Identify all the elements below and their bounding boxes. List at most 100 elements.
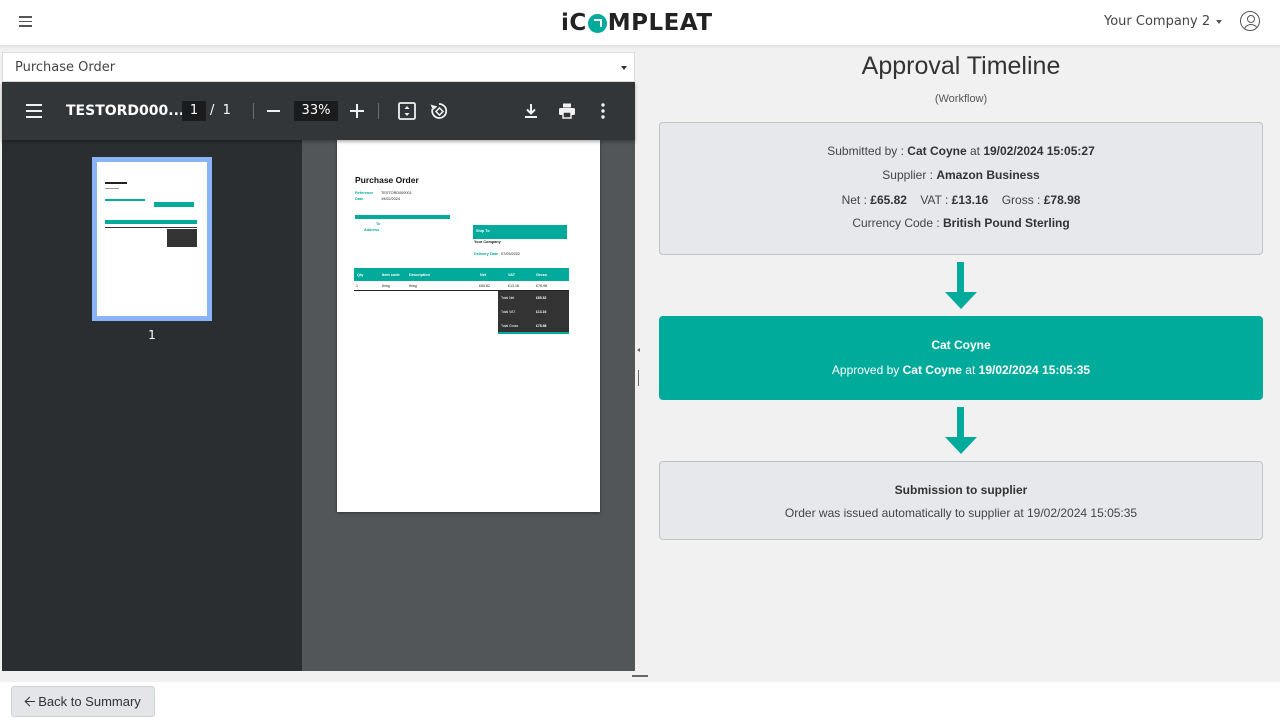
caret-down-icon [1216, 19, 1223, 24]
document-type-select[interactable]: Purchase Order [2, 52, 635, 82]
arrow-down-icon [944, 407, 978, 455]
collapse-arrow-icon[interactable] [637, 348, 640, 352]
company-switcher[interactable]: Your Company 2 [1104, 14, 1223, 29]
gross-value: £78.98 [1043, 193, 1081, 207]
po-row-qty: 1 [356, 284, 358, 288]
page-separator: / [210, 103, 215, 118]
po-delivery-value: 07/09/2022 [501, 252, 521, 256]
po-ship-to-label: Ship To [476, 229, 490, 233]
submission-text: Order was issued automatically to suppli… [784, 506, 1138, 520]
po-ship-to-bar [473, 225, 567, 239]
po-total-gross-label: Total Gross [501, 324, 519, 328]
currency-value: British Pound Sterling [943, 216, 1070, 230]
footer-bar: Back to Summary [0, 682, 1280, 720]
more-options-icon[interactable] [593, 101, 613, 121]
po-col-vat: VAT [508, 273, 516, 277]
approved-by-label: Approved by [831, 363, 903, 377]
po-col-qty: Qty [357, 273, 364, 277]
submission-card: Submission to supplier Order was issued … [659, 461, 1263, 540]
po-address-label: Address [364, 228, 380, 232]
currency-line: Currency Code : British Pound Sterling [660, 216, 1262, 230]
logo-text-left: iC [561, 10, 587, 36]
po-delivery-label: Delivery Date [474, 252, 499, 256]
approved-by-line: Approved by Cat Coyne at 19/02/2024 15:0… [660, 363, 1262, 377]
po-total-vat-label: Total VAT [501, 310, 516, 314]
po-row-vat: £13.16 [508, 284, 519, 288]
approved-at-label: at [961, 363, 979, 377]
po-to-bar [355, 215, 450, 219]
po-row-net: £65.82 [479, 284, 490, 288]
po-total-net-value: £65.82 [536, 296, 547, 300]
thumbnail-page-number: 1 [148, 328, 156, 342]
po-totals-box: Total Net £65.82 Total VAT £13.16 Total … [498, 291, 569, 334]
submitted-at-label: at [966, 144, 984, 158]
thumbnail-pane: 1 [2, 140, 302, 671]
po-reference-label: Reference [355, 191, 374, 195]
approved-at-time: 19/02/2024 15:05:35 [978, 363, 1091, 377]
back-to-summary-button[interactable]: Back to Summary [11, 686, 155, 717]
submission-title: Submission to supplier [894, 483, 1028, 497]
submitted-at-time: 19/02/2024 15:05:27 [983, 144, 1095, 158]
total-pages: 1 [222, 103, 231, 118]
menu-icon[interactable] [19, 16, 32, 27]
document-type-value: Purchase Order [15, 60, 116, 75]
download-icon[interactable] [521, 101, 541, 121]
pdf-file-name: TESTORD000... [66, 103, 185, 119]
vat-value: £13.16 [951, 193, 989, 207]
timeline-title: Approval Timeline [861, 52, 1061, 80]
po-date-value: 19/02/2024 [381, 197, 401, 201]
submitted-by-name: Cat Coyne [907, 144, 967, 158]
page-count: / 1 [210, 103, 231, 118]
po-reference-value: TESTORD000001 [381, 191, 412, 195]
app-logo: iC MPLEAT [561, 8, 713, 38]
back-button-label: Back to Summary [38, 694, 141, 709]
po-total-gross-value: £78.98 [536, 324, 547, 328]
po-row-item-code: thing [382, 284, 390, 288]
supplier-name: Amazon Business [936, 168, 1040, 182]
approver-name: Cat Coyne [931, 338, 991, 352]
sidebar-toggle-icon[interactable] [26, 104, 42, 118]
po-col-item-code: Item code [382, 273, 400, 277]
select-caret-icon [621, 66, 627, 70]
supplier-label: Supplier : [882, 168, 937, 182]
thumbnail-page [97, 162, 207, 316]
company-name: Your Company 2 [1104, 14, 1211, 29]
logo-mark-icon [587, 13, 607, 33]
pdf-toolbar: TESTORD000... 1 / 1 33% [2, 82, 635, 140]
logo-text-right: MPLEAT [607, 10, 713, 36]
pdf-view-pane[interactable]: Purchase Order Reference TESTORD000001 D… [302, 140, 635, 671]
horizontal-splitter-handle[interactable] [632, 675, 648, 677]
approved-by-name: Cat Coyne [902, 363, 962, 377]
rotate-icon[interactable] [429, 101, 449, 121]
page-thumbnail[interactable] [92, 157, 212, 321]
po-row-gross: £78.98 [536, 284, 547, 288]
amounts-line: Net : £65.82 VAT : £13.16 Gross : £78.98 [660, 193, 1262, 207]
net-value: £65.82 [870, 193, 907, 207]
po-total-net-label: Total Net [501, 296, 515, 300]
po-row-description: thing [409, 284, 417, 288]
user-account-icon[interactable] [1240, 11, 1260, 31]
currency-label: Currency Code : [852, 216, 944, 230]
net-label: Net : [841, 193, 871, 207]
zoom-in-icon[interactable] [350, 104, 364, 118]
toolbar-divider [378, 103, 379, 119]
gross-label: Gross : [1001, 193, 1044, 207]
fit-page-icon[interactable] [397, 101, 417, 121]
po-col-net: Net [480, 273, 487, 277]
po-col-gross: Gross [536, 273, 547, 277]
zoom-out-icon[interactable] [267, 110, 280, 112]
vertical-splitter-handle[interactable] [638, 370, 639, 386]
po-table-header [354, 268, 569, 281]
po-title: Purchase Order [355, 175, 419, 185]
po-to-label: To [376, 222, 381, 226]
submitted-by-label: Submitted by : [827, 144, 908, 158]
approved-card: Cat Coyne Approved by Cat Coyne at 19/02… [659, 316, 1263, 400]
submitted-by-line: Submitted by : Cat Coyne at 19/02/2024 1… [660, 144, 1262, 158]
arrow-down-icon [944, 262, 978, 310]
toolbar-divider [253, 103, 254, 119]
page-number-input[interactable]: 1 [182, 101, 206, 121]
print-icon[interactable] [557, 101, 577, 121]
top-bar: iC MPLEAT Your Company 2 [0, 0, 1280, 46]
vat-label: VAT : [920, 193, 952, 207]
zoom-input[interactable]: 33% [294, 101, 338, 121]
